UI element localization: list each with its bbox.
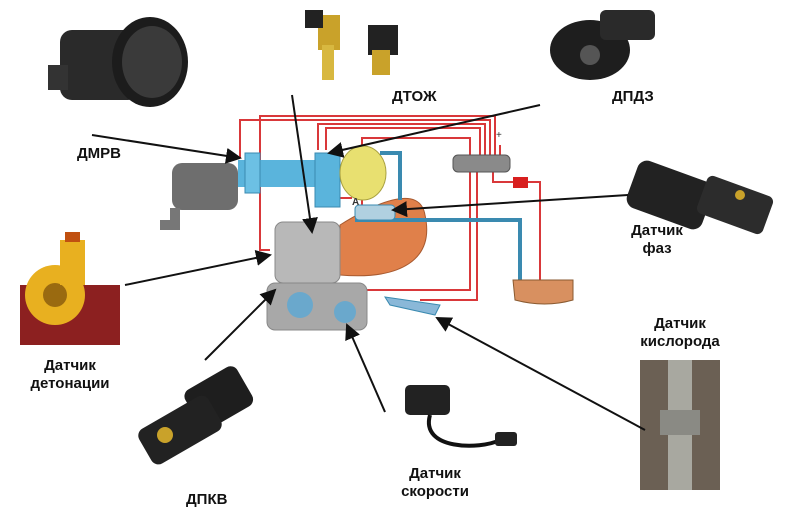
knock-sensor-photo bbox=[20, 232, 120, 345]
label-line: фаз bbox=[642, 240, 672, 257]
dpkv-photo bbox=[138, 366, 254, 465]
label-line: кислорода bbox=[640, 333, 720, 350]
label-speed-sensor: Датчик скорости bbox=[385, 465, 485, 501]
label-line: скорости bbox=[401, 483, 469, 500]
exhaust-catalyst bbox=[384, 296, 441, 316]
pointer-arrows bbox=[91, 94, 646, 431]
plus-label: + bbox=[496, 130, 502, 141]
dmrv-photo bbox=[48, 17, 188, 107]
label-knock-sensor: Датчик детонации bbox=[20, 357, 120, 393]
label-oxygen-sensor: Датчик кислорода bbox=[630, 315, 730, 351]
wiring bbox=[239, 115, 541, 301]
label-line: Датчик bbox=[631, 222, 683, 239]
label-dpkv: ДПКВ bbox=[186, 491, 228, 508]
phase-sensor-photo bbox=[626, 160, 774, 235]
throttle-body bbox=[314, 152, 341, 208]
label-line: Датчик bbox=[44, 357, 96, 374]
label-line: Датчик bbox=[409, 465, 461, 482]
fuel-pump-relay bbox=[513, 177, 528, 188]
label-dtozh: ДТОЖ bbox=[392, 88, 437, 105]
label-phase-sensor: Датчик фаз bbox=[622, 222, 692, 258]
label-line: детонации bbox=[30, 375, 110, 392]
label-line: Датчик bbox=[654, 315, 706, 332]
air-filter bbox=[172, 163, 238, 210]
oxygen-sensor-photo bbox=[640, 360, 720, 490]
ecu-block bbox=[452, 154, 511, 173]
engine-block bbox=[274, 221, 341, 284]
dtozh-photo bbox=[305, 10, 398, 80]
fuel-line bbox=[355, 151, 522, 285]
speed-sensor-photo bbox=[405, 385, 517, 448]
label-dpdz: ДПДЗ bbox=[612, 88, 654, 105]
receiver bbox=[339, 145, 387, 201]
label-dmrv: ДМРВ bbox=[77, 145, 122, 162]
fuel-tank bbox=[512, 279, 574, 305]
fuel-rail bbox=[354, 204, 396, 221]
dpdz-photo bbox=[550, 10, 655, 80]
point-a-label: A bbox=[352, 197, 359, 208]
